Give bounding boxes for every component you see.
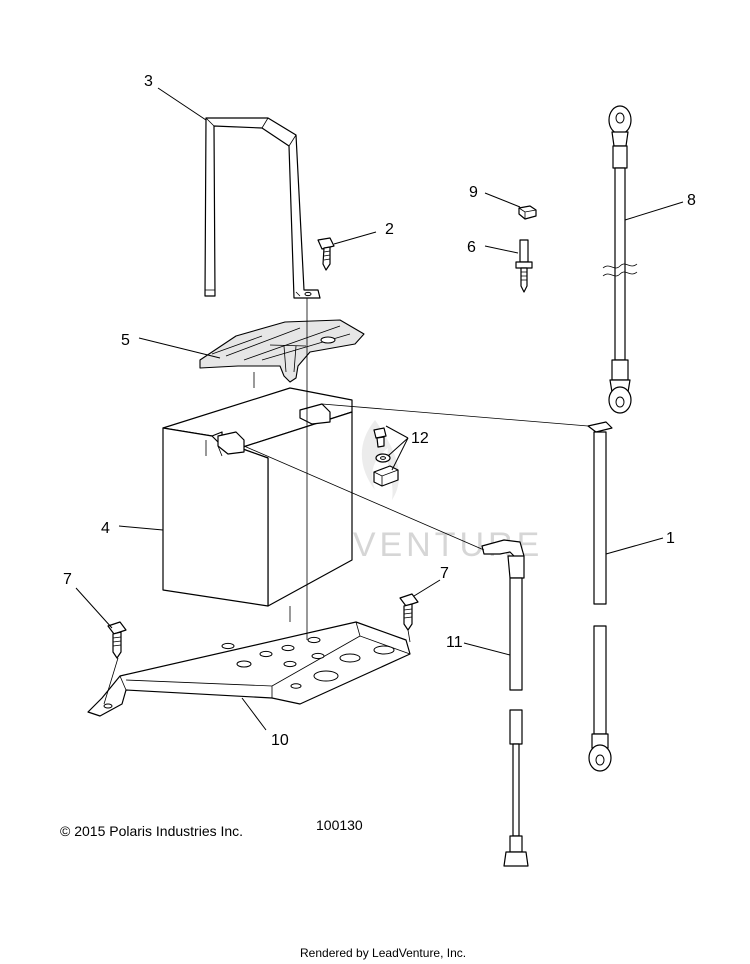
callout-4: 4	[101, 520, 110, 537]
hold-down-strap[interactable]	[204, 117, 321, 299]
tray-bolt-left[interactable]	[107, 621, 127, 659]
tray-bolt-right[interactable]	[399, 593, 419, 631]
copyright-notice: © 2015 Polaris Industries Inc.	[60, 823, 243, 839]
callout-1: 1	[666, 530, 675, 547]
stud-bolt[interactable]	[515, 239, 533, 293]
leader-lines	[75, 87, 684, 731]
diagram-number: 100130	[316, 817, 363, 833]
callout-7-left: 7	[63, 571, 72, 588]
positive-cable[interactable]	[587, 421, 613, 772]
callout-5: 5	[121, 332, 130, 349]
terminal-hardware[interactable]	[373, 427, 399, 487]
battery-tray[interactable]	[87, 621, 411, 717]
assembly-lines	[103, 298, 589, 705]
callout-labels: 3 2 5 4 9 6 8 1 12 7 7 10 11	[63, 73, 696, 749]
callout-12: 12	[411, 430, 429, 447]
negative-cable[interactable]	[602, 105, 638, 414]
rendered-by-footer: Rendered by LeadVenture, Inc.	[300, 946, 466, 960]
callout-6: 6	[467, 239, 476, 256]
nut[interactable]	[518, 205, 537, 220]
battery-pad[interactable]	[199, 319, 365, 383]
battery-cable[interactable]	[481, 539, 529, 867]
callout-2: 2	[385, 221, 394, 238]
battery[interactable]	[162, 387, 353, 607]
strap-bolt[interactable]	[317, 237, 335, 271]
callout-3: 3	[144, 73, 153, 90]
callout-10: 10	[271, 732, 289, 749]
callout-7-right: 7	[440, 565, 449, 582]
callout-11: 11	[446, 634, 463, 651]
callout-9: 9	[469, 184, 478, 201]
callout-8: 8	[687, 192, 696, 209]
